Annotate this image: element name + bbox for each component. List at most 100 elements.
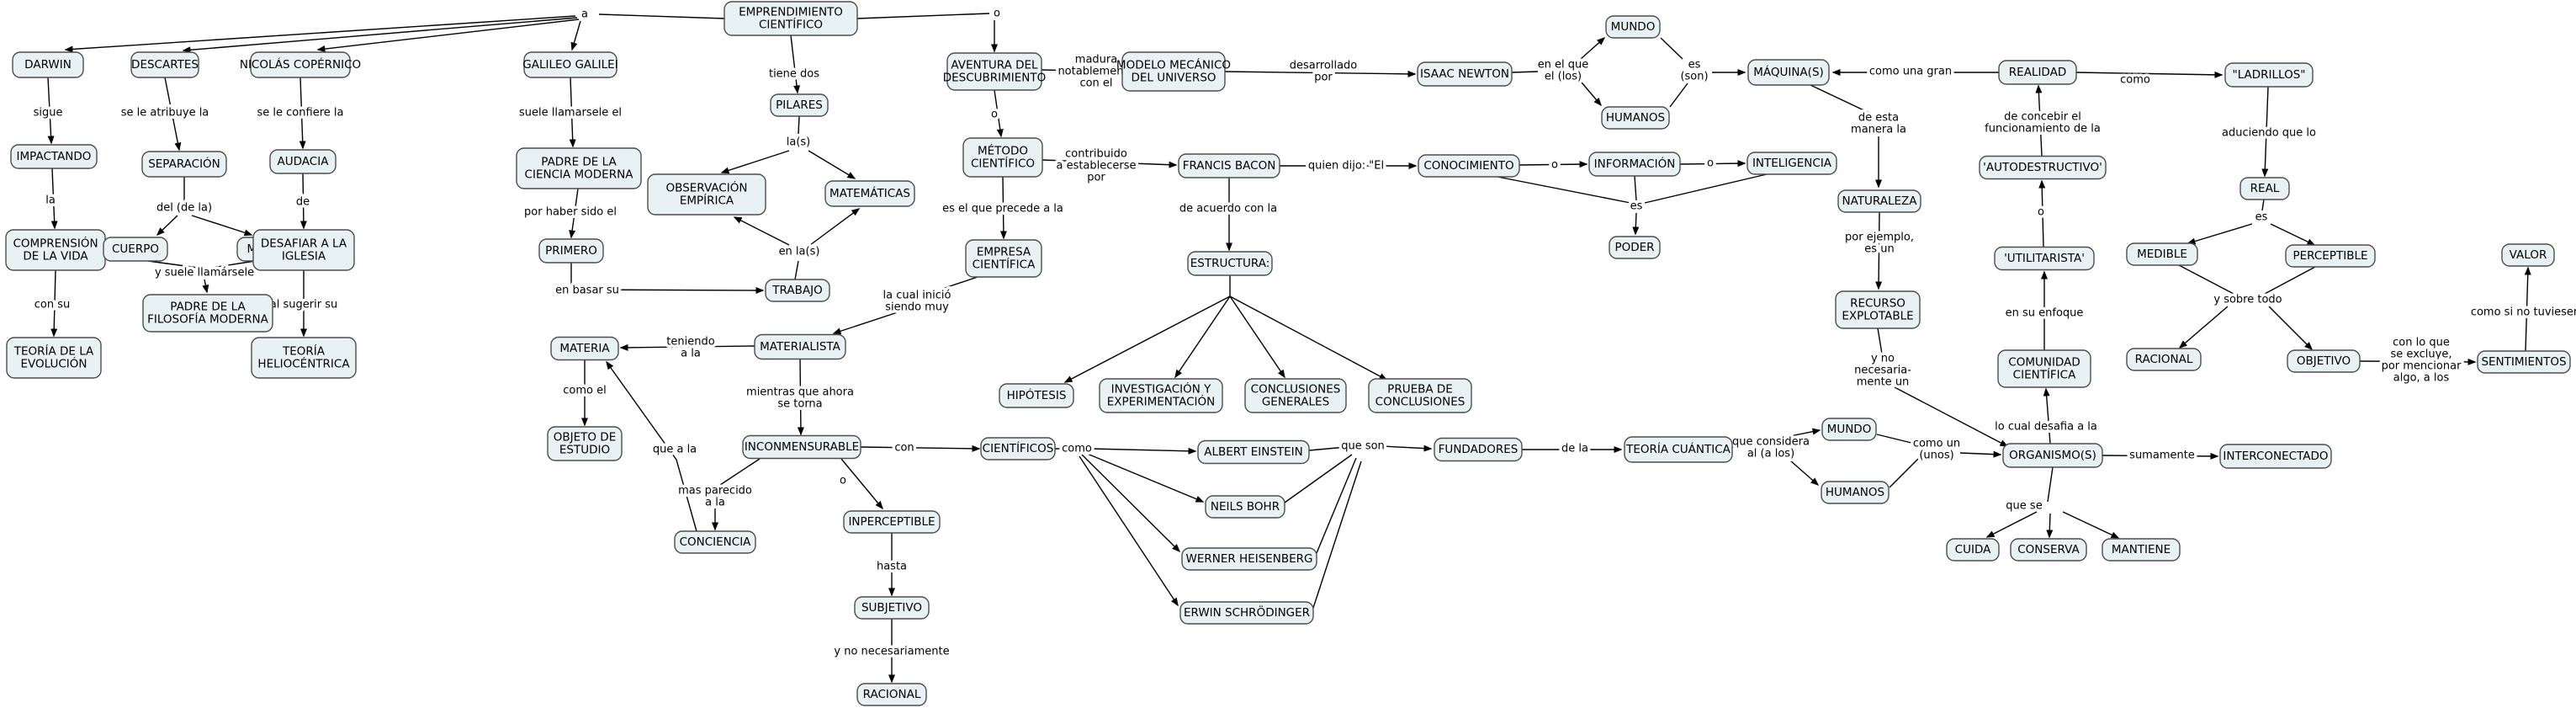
concept-node-organismo[interactable]: ORGANISMO(S): [2002, 443, 2103, 468]
concept-node-racional_b[interactable]: RACIONAL: [856, 683, 927, 706]
concept-node-maquina[interactable]: MÁQUINA(S): [1747, 59, 1830, 86]
concept-node-sentimientos[interactable]: SENTIMIENTOS: [2477, 350, 2571, 374]
concept-box-mundo_top[interactable]: [1605, 15, 1661, 39]
concept-box-conclusiones[interactable]: [1244, 378, 1347, 413]
concept-node-materia[interactable]: MATERIA: [550, 336, 619, 361]
concept-box-investigacion[interactable]: [1099, 378, 1223, 413]
concept-box-organismo[interactable]: [2002, 443, 2103, 468]
concept-box-prueba[interactable]: [1368, 378, 1472, 413]
concept-box-realidad[interactable]: [1998, 60, 2077, 85]
concept-box-matematicas[interactable]: [824, 180, 915, 207]
concept-node-conocimiento[interactable]: CONOCIMIENTO: [1418, 154, 1520, 178]
concept-box-utilitarista[interactable]: [1994, 246, 2095, 271]
concept-node-real[interactable]: REAL: [2239, 177, 2290, 200]
concept-node-humanos_top[interactable]: HUMANOS: [1601, 106, 1670, 130]
concept-box-informacion[interactable]: [1588, 152, 1681, 177]
concept-node-interconectado[interactable]: INTERCONECTADO: [2219, 444, 2332, 469]
concept-node-poder[interactable]: PODER: [1609, 236, 1661, 259]
concept-box-pilares[interactable]: [770, 93, 829, 117]
concept-node-bohr[interactable]: NEILS BOHR: [1205, 495, 1285, 519]
concept-box-medible[interactable]: [2126, 242, 2198, 266]
concept-node-copernico[interactable]: NICOLÁS COPÉRNICO: [240, 51, 361, 78]
concept-box-maquina[interactable]: [1747, 59, 1830, 86]
concept-node-autodestructivo[interactable]: 'AUTODESTRUCTIVO': [1979, 155, 2107, 180]
concept-box-separacion[interactable]: [141, 151, 227, 178]
concept-node-galileo[interactable]: GALILEO GALILEI: [522, 51, 618, 78]
concept-box-materialista[interactable]: [754, 333, 846, 360]
concept-node-separacion[interactable]: SEPARACIÓN: [141, 151, 227, 178]
concept-box-autodestructivo[interactable]: [1979, 155, 2107, 180]
concept-box-desafiar[interactable]: [252, 229, 355, 271]
concept-box-teoria_evolucion[interactable]: [6, 337, 102, 379]
concept-box-materia[interactable]: [550, 336, 619, 361]
concept-node-hipotesis[interactable]: HIPÓTESIS: [999, 383, 1074, 408]
concept-box-humanos_top[interactable]: [1601, 106, 1670, 130]
concept-box-mantiene[interactable]: [2102, 538, 2181, 562]
concept-node-schrodinger[interactable]: ERWIN SCHRÖDINGER: [1179, 601, 1314, 625]
concept-node-francis_bacon[interactable]: FRANCIS BACON: [1178, 153, 1280, 178]
concept-box-perceptible[interactable]: [2285, 244, 2376, 268]
concept-box-teoria_helio[interactable]: [251, 337, 357, 379]
concept-node-utilitarista[interactable]: 'UTILITARISTA': [1994, 246, 2095, 271]
concept-node-newton[interactable]: ISAAC NEWTON: [1417, 61, 1513, 87]
concept-box-conocimiento[interactable]: [1418, 154, 1520, 178]
concept-node-pilares[interactable]: PILARES: [770, 93, 829, 117]
concept-box-galileo[interactable]: [523, 51, 617, 78]
concept-box-darwin[interactable]: [12, 51, 84, 78]
concept-node-mundo_low[interactable]: MUNDO: [1821, 418, 1877, 441]
concept-node-inteligencia[interactable]: INTELIGENCIA: [1746, 152, 1837, 175]
concept-box-subjetivo[interactable]: [854, 596, 930, 620]
concept-box-humanos_low[interactable]: [1821, 481, 1890, 504]
concept-node-racional_r[interactable]: RACIONAL: [2126, 348, 2202, 371]
concept-node-trabajo[interactable]: TRABAJO: [765, 279, 830, 302]
concept-node-impactando[interactable]: IMPACTANDO: [10, 144, 98, 169]
concept-box-emprendimiento[interactable]: [724, 1, 858, 36]
concept-node-medible[interactable]: MEDIBLE: [2126, 242, 2198, 266]
concept-box-copernico[interactable]: [250, 51, 351, 78]
concept-node-subjetivo[interactable]: SUBJETIVO: [854, 596, 930, 620]
concept-box-cientificos[interactable]: [980, 437, 1056, 460]
concept-node-materialista[interactable]: MATERIALISTA: [754, 333, 846, 360]
concept-node-mantiene[interactable]: MANTIENE: [2102, 538, 2181, 562]
concept-box-objeto[interactable]: [547, 426, 623, 461]
concept-node-primero[interactable]: PRIMERO: [538, 238, 604, 264]
concept-node-audacia[interactable]: AUDACIA: [269, 149, 337, 174]
concept-box-fundadores[interactable]: [1434, 437, 1523, 462]
concept-node-matematicas[interactable]: MATEMÁTICAS: [824, 180, 915, 207]
concept-node-perceptible[interactable]: PERCEPTIBLE: [2285, 244, 2376, 268]
concept-box-newton[interactable]: [1417, 61, 1513, 87]
concept-box-einstein[interactable]: [1197, 439, 1310, 465]
concept-box-metodo[interactable]: [962, 137, 1043, 178]
concept-box-padre_ciencia[interactable]: [516, 147, 642, 189]
concept-box-teoria_cuantica[interactable]: [1624, 436, 1733, 463]
concept-node-ladrillos[interactable]: "LADRILLOS": [2224, 62, 2314, 88]
concept-node-objetivo[interactable]: OBJETIVO: [2287, 349, 2361, 373]
concept-box-observacion[interactable]: [647, 173, 766, 216]
concept-node-darwin[interactable]: DARWIN: [12, 51, 84, 78]
concept-node-teoria_cuantica[interactable]: TEORÍA CUÁNTICA: [1624, 436, 1733, 463]
concept-box-racional_r[interactable]: [2126, 348, 2202, 371]
concept-node-inperceptible[interactable]: INPERCEPTIBLE: [843, 510, 941, 534]
concept-box-inperceptible[interactable]: [843, 510, 941, 534]
concept-box-ladrillos[interactable]: [2224, 62, 2314, 88]
concept-box-modelo[interactable]: [1121, 51, 1226, 92]
concept-box-inconmensurable[interactable]: [742, 434, 861, 460]
concept-box-racional_b[interactable]: [856, 683, 927, 706]
concept-node-valor[interactable]: VALOR: [2501, 243, 2555, 267]
concept-box-hipotesis[interactable]: [999, 383, 1074, 408]
concept-box-descartes[interactable]: [130, 51, 199, 78]
concept-box-objetivo[interactable]: [2287, 349, 2361, 373]
